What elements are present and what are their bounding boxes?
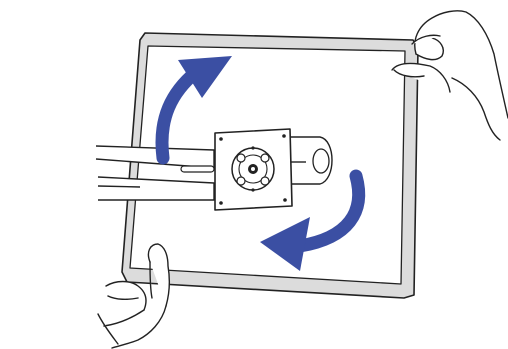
right-hand <box>391 10 508 141</box>
left-hand <box>97 243 171 349</box>
vesa-mount-plate <box>214 128 293 211</box>
stand-arm-slot <box>180 165 215 173</box>
rotate-up-arrow-icon <box>155 56 232 165</box>
stand-knob <box>312 148 330 174</box>
rotate-down-arrow-icon <box>260 169 366 271</box>
